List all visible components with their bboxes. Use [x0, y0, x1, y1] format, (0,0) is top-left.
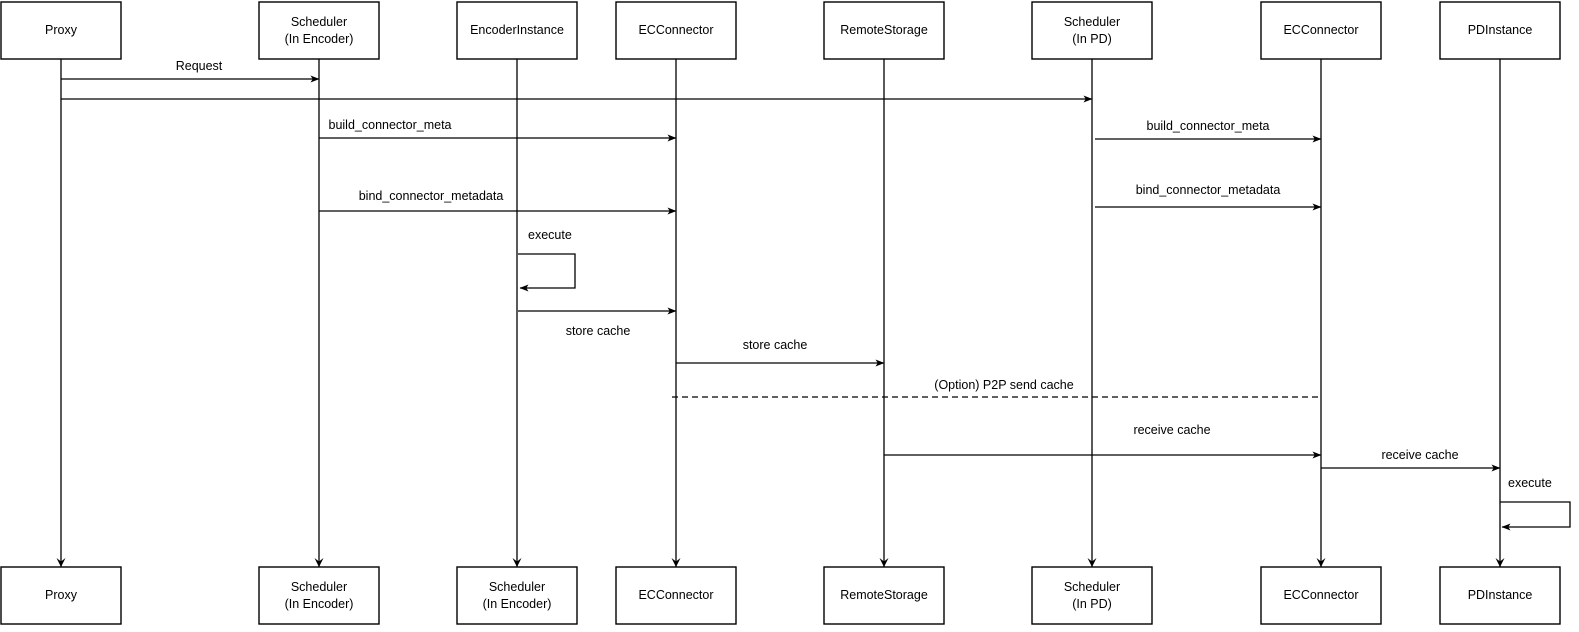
- participant-footer-name-proxy: Proxy: [45, 588, 78, 602]
- self-message-s2[interactable]: execute: [1500, 476, 1571, 531]
- participant-header-name-remote: RemoteStorage: [840, 23, 928, 37]
- participant-footer-name-pd_inst: PDInstance: [1468, 588, 1533, 602]
- message-m7[interactable]: store cache: [518, 307, 677, 338]
- participant-footer-name-sched_pd: Scheduler: [1064, 580, 1120, 594]
- participant-header-name-proxy: Proxy: [45, 23, 78, 37]
- lifelines-layer: [56, 59, 1505, 567]
- message-m1[interactable]: Request: [61, 59, 320, 83]
- message-label-m10: receive cache: [1133, 423, 1210, 437]
- self-messages-layer: execute execute: [518, 228, 1571, 531]
- message-label-m6: bind_connector_metadata: [1136, 183, 1281, 197]
- message-label-m7: store cache: [566, 324, 631, 338]
- participant-footer-subtitle-sched_pd: (In PD): [1072, 597, 1112, 611]
- participant-footer-name-ecc_right: ECConnector: [1283, 588, 1358, 602]
- participant-footer-name-ecc_left: ECConnector: [638, 588, 713, 602]
- participant-header-remote[interactable]: RemoteStorage: [823, 1, 945, 60]
- participant-footers-layer: Proxy Scheduler (In Encoder) Scheduler (In E…: [0, 566, 1561, 625]
- self-message-path-s2: [1500, 501, 1571, 531]
- participant-header-name-sched_pd: Scheduler: [1064, 15, 1120, 29]
- participant-header-name-enc_inst: EncoderInstance: [470, 23, 564, 37]
- message-label-m9: (Option) P2P send cache: [934, 378, 1073, 392]
- participant-header-subtitle-sched_enc: (In Encoder): [285, 32, 354, 46]
- lifeline-end-arrow-remote: [879, 558, 889, 567]
- participant-header-name-pd_inst: PDInstance: [1468, 23, 1533, 37]
- participant-footer-subtitle-sched_enc: (In Encoder): [285, 597, 354, 611]
- lifeline-end-arrow-enc_inst: [512, 558, 522, 567]
- participant-headers-layer: Proxy Scheduler (In Encoder) EncoderInstanc…: [0, 1, 1561, 60]
- message-m3[interactable]: build_connector_meta: [319, 118, 677, 142]
- participant-footer-remote[interactable]: RemoteStorage: [823, 566, 945, 625]
- participant-footer-pd_inst[interactable]: PDInstance: [1439, 566, 1561, 625]
- message-m9[interactable]: (Option) P2P send cache: [672, 378, 1321, 398]
- message-label-m3: build_connector_meta: [329, 118, 452, 132]
- message-label-m4: build_connector_meta: [1147, 119, 1270, 133]
- participant-header-ecc_right[interactable]: ECConnector: [1260, 1, 1382, 60]
- message-label-m1: Request: [176, 59, 223, 73]
- participant-header-ecc_left[interactable]: ECConnector: [615, 1, 737, 60]
- participant-footer-enc_inst[interactable]: Scheduler (In Encoder): [456, 566, 578, 625]
- participant-header-name-ecc_left: ECConnector: [638, 23, 713, 37]
- participant-header-name-sched_enc: Scheduler: [291, 15, 347, 29]
- participant-footer-name-enc_inst: Scheduler: [489, 580, 545, 594]
- lifeline-end-arrow-proxy: [56, 558, 66, 567]
- participant-footer-name-sched_enc: Scheduler: [291, 580, 347, 594]
- participant-header-pd_inst[interactable]: PDInstance: [1439, 1, 1561, 60]
- self-message-path-s1: [518, 253, 576, 292]
- participant-footer-name-remote: RemoteStorage: [840, 588, 928, 602]
- message-m5[interactable]: bind_connector_metadata: [319, 189, 677, 215]
- message-m11[interactable]: receive cache: [1321, 448, 1501, 472]
- messages-layer: Request build_connector_meta build_connect…: [61, 59, 1501, 472]
- participant-footer-ecc_right[interactable]: ECConnector: [1260, 566, 1382, 625]
- message-m10[interactable]: receive cache: [884, 423, 1322, 459]
- participant-header-proxy[interactable]: Proxy: [0, 1, 122, 60]
- participant-footer-subtitle-enc_inst: (In Encoder): [483, 597, 552, 611]
- self-message-s1[interactable]: execute: [518, 228, 576, 292]
- lifeline-end-arrow-ecc_right: [1316, 558, 1326, 567]
- participant-header-name-ecc_right: ECConnector: [1283, 23, 1358, 37]
- message-label-m5: bind_connector_metadata: [359, 189, 504, 203]
- participant-header-subtitle-sched_pd: (In PD): [1072, 32, 1112, 46]
- participant-footer-sched_pd[interactable]: Scheduler (In PD): [1031, 566, 1153, 625]
- participant-footer-proxy[interactable]: Proxy: [0, 566, 122, 625]
- lifeline-end-arrow-sched_pd: [1087, 558, 1097, 567]
- participant-footer-sched_enc[interactable]: Scheduler (In Encoder): [258, 566, 380, 625]
- participant-header-enc_inst[interactable]: EncoderInstance: [456, 1, 578, 60]
- lifeline-end-arrow-ecc_left: [671, 558, 681, 567]
- lifeline-end-arrow-sched_enc: [314, 558, 324, 567]
- participant-header-sched_pd[interactable]: Scheduler (In PD): [1031, 1, 1153, 60]
- message-m4[interactable]: build_connector_meta: [1095, 119, 1322, 143]
- message-label-m11: receive cache: [1381, 448, 1458, 462]
- self-message-label-s2: execute: [1508, 476, 1552, 490]
- lifeline-end-arrow-pd_inst: [1495, 558, 1505, 567]
- self-message-label-s1: execute: [528, 228, 572, 242]
- message-m6[interactable]: bind_connector_metadata: [1095, 183, 1322, 211]
- participant-footer-ecc_left[interactable]: ECConnector: [615, 566, 737, 625]
- message-m8[interactable]: store cache: [676, 338, 885, 367]
- message-label-m8: store cache: [743, 338, 808, 352]
- participant-header-sched_enc[interactable]: Scheduler (In Encoder): [258, 1, 380, 60]
